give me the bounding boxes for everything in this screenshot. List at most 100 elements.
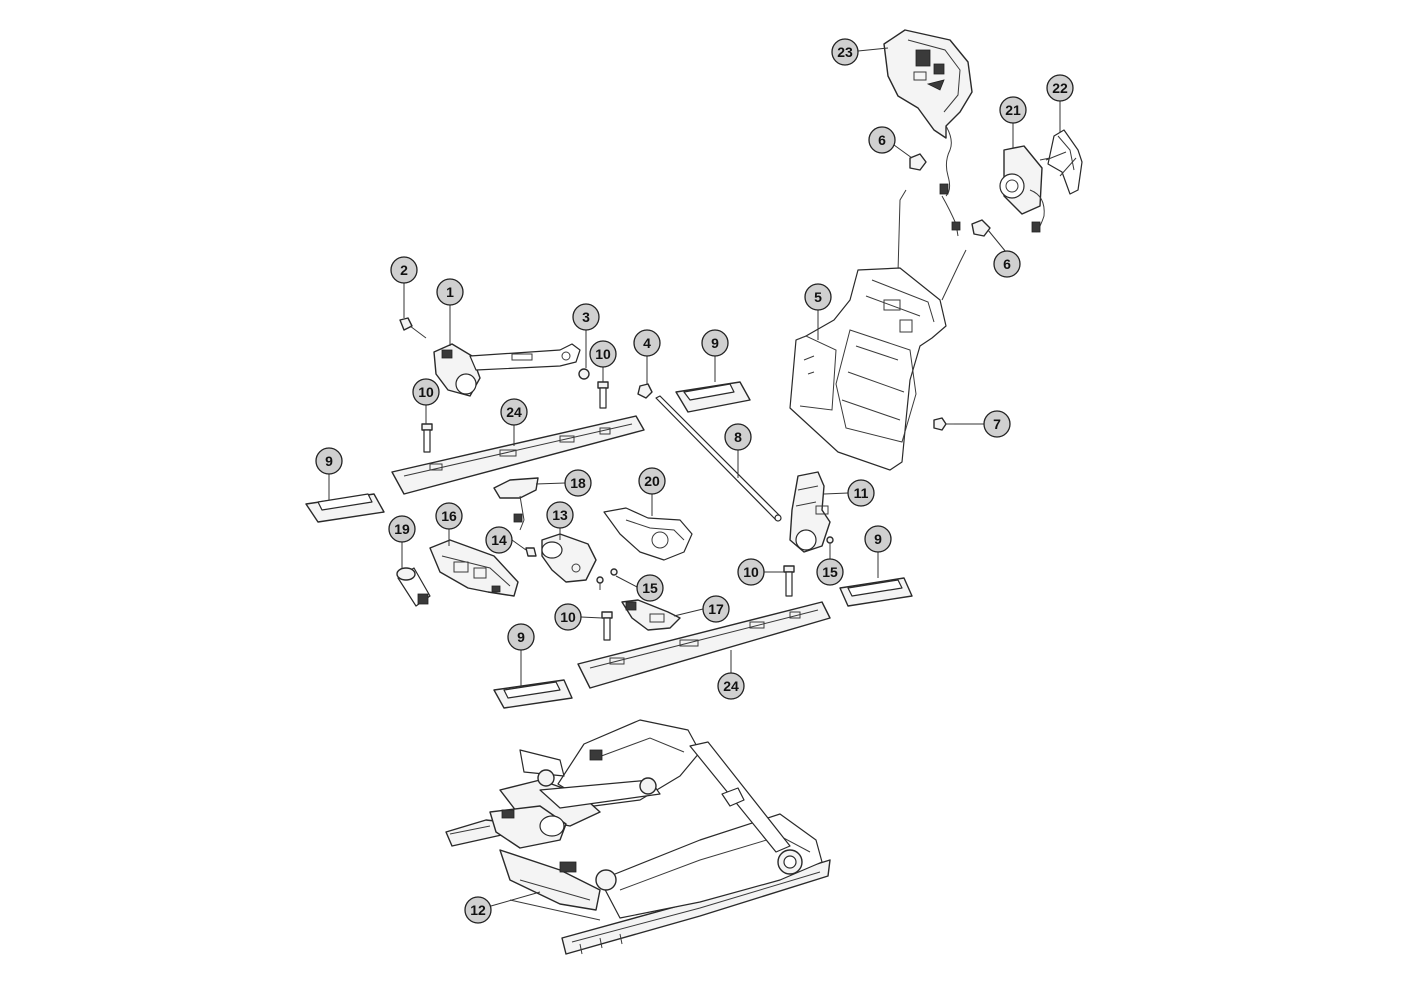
callout-9-b: 9	[315, 447, 343, 475]
callout-10-d: 10	[554, 603, 582, 631]
part-9-end-cap-a	[675, 381, 751, 413]
svg-text:11: 11	[854, 485, 869, 501]
svg-text:7: 7	[993, 416, 1001, 432]
svg-text:17: 17	[708, 601, 724, 617]
callout-16: 16	[435, 502, 463, 530]
part-12-seat-base-frame	[445, 719, 831, 955]
callout-9-d: 9	[507, 623, 535, 651]
svg-text:10: 10	[743, 564, 759, 580]
part-14-screw	[525, 547, 537, 557]
svg-text:8: 8	[734, 429, 742, 445]
callout-13: 13	[546, 501, 574, 529]
svg-text:9: 9	[517, 629, 525, 645]
part-18-bracket	[493, 477, 539, 531]
part-13-motor	[541, 533, 597, 583]
part-8-rod	[655, 395, 782, 522]
callout-21: 21	[999, 96, 1027, 124]
part-15-screw-a	[826, 536, 834, 552]
callout-24-lower: 24	[717, 672, 745, 700]
callout-15-left: 15	[636, 574, 664, 602]
svg-text:24: 24	[506, 404, 522, 420]
callout-12: 12	[464, 896, 492, 924]
part-9-end-cap-b	[305, 493, 385, 523]
svg-text:20: 20	[644, 473, 660, 489]
callout-5: 5	[804, 283, 832, 311]
svg-text:23: 23	[837, 44, 853, 60]
callout-10-a: 10	[589, 340, 617, 368]
part-10-bolt-c	[783, 565, 795, 597]
svg-text:18: 18	[570, 475, 586, 491]
callout-18: 18	[564, 469, 592, 497]
svg-text:10: 10	[595, 346, 611, 362]
part-22-bracket	[1039, 129, 1083, 195]
callout-20: 20	[638, 467, 666, 495]
svg-text:9: 9	[325, 453, 333, 469]
callout-10-b: 10	[412, 378, 440, 406]
callout-14: 14	[485, 526, 513, 554]
callout-10-c: 10	[737, 558, 765, 586]
svg-text:4: 4	[643, 335, 651, 351]
callout-6-lower: 6	[993, 250, 1021, 278]
svg-text:1: 1	[446, 284, 454, 300]
callout-22: 22	[1046, 74, 1074, 102]
part-19-cylinder	[396, 567, 431, 607]
part-20-cover	[603, 507, 693, 561]
callout-9-c: 9	[864, 525, 892, 553]
svg-text:2: 2	[400, 262, 408, 278]
part-16-switch-module	[429, 539, 519, 597]
svg-text:6: 6	[878, 132, 886, 148]
svg-text:10: 10	[418, 384, 434, 400]
svg-text:9: 9	[711, 335, 719, 351]
svg-text:24: 24	[723, 678, 739, 694]
part-9-end-cap-d	[493, 679, 573, 709]
part-6-nut-lower	[971, 219, 991, 237]
callout-24-upper: 24	[500, 398, 528, 426]
part-10-bolt-d	[601, 611, 613, 641]
part-3-nut	[578, 368, 590, 380]
part-4-nut	[637, 383, 653, 399]
callout-23: 23	[831, 38, 859, 66]
part-15-screw-b	[596, 568, 618, 590]
svg-text:5: 5	[814, 289, 822, 305]
part-10-bolt-a	[597, 381, 609, 409]
part-21-lumbar-actuator	[999, 145, 1045, 233]
svg-text:10: 10	[560, 609, 576, 625]
svg-text:14: 14	[491, 532, 507, 548]
part-1-height-motor-arm	[433, 343, 581, 397]
part-23-control-housing	[883, 29, 973, 197]
svg-text:6: 6	[1003, 256, 1011, 272]
part-17-bracket	[621, 599, 681, 631]
callout-1: 1	[436, 278, 464, 306]
svg-text:15: 15	[822, 564, 838, 580]
part-6-nut-upper	[909, 153, 927, 171]
callout-8: 8	[724, 423, 752, 451]
leader-lines	[328, 47, 1061, 907]
part-9-end-cap-c	[839, 577, 913, 607]
part-11-motor	[789, 471, 831, 553]
svg-text:15: 15	[642, 580, 658, 596]
callout-4: 4	[633, 329, 661, 357]
callout-17: 17	[702, 595, 730, 623]
svg-text:16: 16	[441, 508, 457, 524]
svg-text:19: 19	[394, 521, 410, 537]
part-10-bolt-b	[421, 423, 433, 453]
part-24-seat-rail-upper	[391, 415, 645, 495]
svg-text:22: 22	[1052, 80, 1068, 96]
svg-text:12: 12	[470, 902, 486, 918]
part-24-seat-rail-lower	[577, 601, 831, 689]
svg-text:21: 21	[1005, 102, 1021, 118]
svg-text:13: 13	[552, 507, 568, 523]
svg-text:9: 9	[874, 531, 882, 547]
callout-3: 3	[572, 303, 600, 331]
callout-2: 2	[390, 256, 418, 284]
callout-9-a: 9	[701, 329, 729, 357]
part-wire-harness	[941, 195, 961, 237]
part-5-backrest-frame	[789, 189, 967, 471]
svg-text:3: 3	[582, 309, 590, 325]
callout-6-upper: 6	[868, 126, 896, 154]
part-7-screw	[933, 417, 954, 431]
callout-15-right: 15	[816, 558, 844, 586]
callout-11: 11	[847, 479, 875, 507]
part-2-bolt	[399, 317, 427, 339]
